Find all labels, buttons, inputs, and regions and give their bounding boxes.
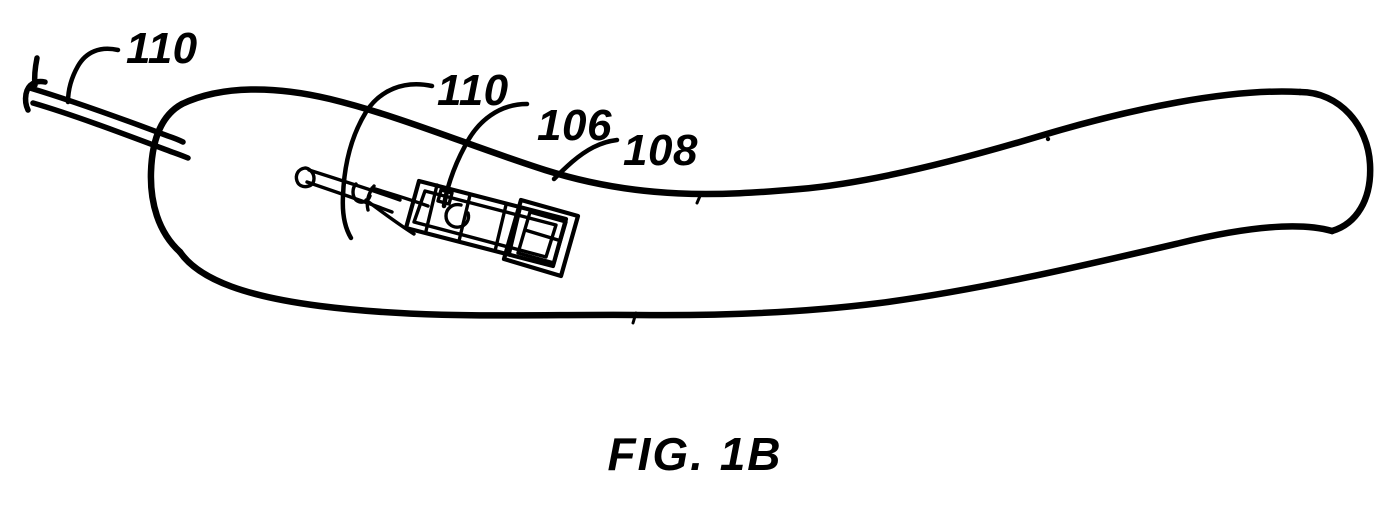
top-edge-tick-artifact [695,194,702,205]
ref-numeral-106: 106 [537,101,612,150]
mechanism-housing-inner [412,189,558,259]
mechanism-terminal-box-inner [516,210,568,265]
body-left-cap [147,100,186,256]
mechanism-stud [436,188,454,206]
leader-108 [551,137,620,182]
body-right-cap [1296,88,1374,235]
internal-mechanism [294,166,581,279]
mechanism-divider-2 [457,193,472,243]
mechanism-divider-1 [424,183,439,233]
ref-numeral-110-right: 110 [437,66,509,115]
mechanism-terminal-box-divider [523,228,560,242]
device-body-outline [147,86,1374,325]
figure-caption: FIG. 1B [607,428,782,480]
insertion-tube-assembly [22,55,191,161]
body-bottom-edge [176,223,1336,319]
ref-numeral-108: 108 [623,126,698,175]
tube-proximal-tip-hook [22,78,48,113]
mechanism-ring-element [444,202,471,229]
mechanism-divider-3 [493,203,508,253]
leader-110-left [65,46,121,105]
ref-numeral-110-left: 110 [126,24,198,73]
ink-speck-artifact [1045,136,1051,142]
tube-upper-wall [27,85,186,145]
mechanism-taper-mouth [365,184,376,212]
reference-numeral-group: 110 110 106 108 [126,24,698,175]
body-top-edge [178,86,1304,198]
mechanism-shaft-lower-rail [305,180,394,214]
mechanism-taper-upper [370,186,430,208]
tube-lower-wall [30,100,191,161]
mechanism-taper-lower [364,198,416,236]
bottom-edge-tick-artifact [631,311,638,325]
leader-110-right [340,82,435,241]
mechanism-terminal-box-outer [501,197,581,279]
